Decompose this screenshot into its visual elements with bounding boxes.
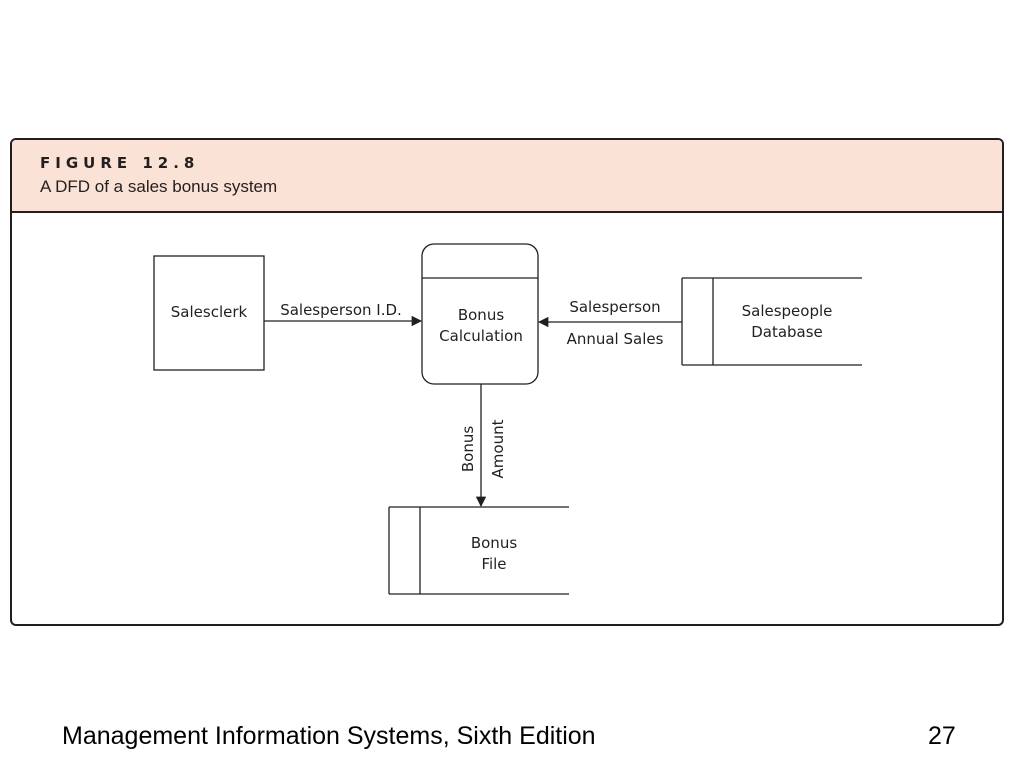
entity-box — [153, 255, 265, 371]
process-bonus-calculation: Bonus Calculation — [421, 243, 539, 385]
figure-number: FIGURE 12.8 — [40, 154, 200, 172]
store-label-line2: File — [481, 555, 506, 573]
external-entity-salesclerk: Salesclerk — [153, 255, 265, 371]
page-number: 27 — [928, 722, 956, 750]
flow-salesperson-annual-sales: Salesperson Annual Sales — [537, 298, 682, 348]
process-label-line1: Bonus — [458, 306, 504, 324]
footer-title: Management Information Systems, Sixth Ed… — [62, 722, 596, 750]
data-store-salespeople-database: Salespeople Database — [681, 277, 862, 366]
process-label-line2: Calculation — [439, 327, 523, 345]
flow-bonus-amount: Bonus Amount — [459, 384, 507, 508]
store-label-line1: Bonus — [471, 534, 517, 552]
store-label-line1: Salespeople — [742, 302, 833, 320]
figure-panel: FIGURE 12.8 A DFD of a sales bonus syste… — [10, 138, 1004, 626]
data-store-bonus-file: Bonus File — [388, 506, 569, 595]
flow-salesperson-id: Salesperson I.D. — [264, 301, 423, 327]
figure-caption: A DFD of a sales bonus system — [40, 177, 278, 196]
figure-header: FIGURE 12.8 A DFD of a sales bonus syste… — [12, 140, 1002, 213]
flow-label-line1: Bonus — [459, 426, 477, 472]
process-box — [421, 243, 539, 385]
flow-label-line1: Salesperson — [569, 298, 660, 316]
entity-label: Salesclerk — [171, 303, 248, 321]
flow-label-line2: Amount — [489, 419, 507, 478]
flow-label-line2: Annual Sales — [567, 330, 664, 348]
store-label-line2: Database — [751, 323, 823, 341]
flow-label: Salesperson I.D. — [280, 301, 402, 319]
